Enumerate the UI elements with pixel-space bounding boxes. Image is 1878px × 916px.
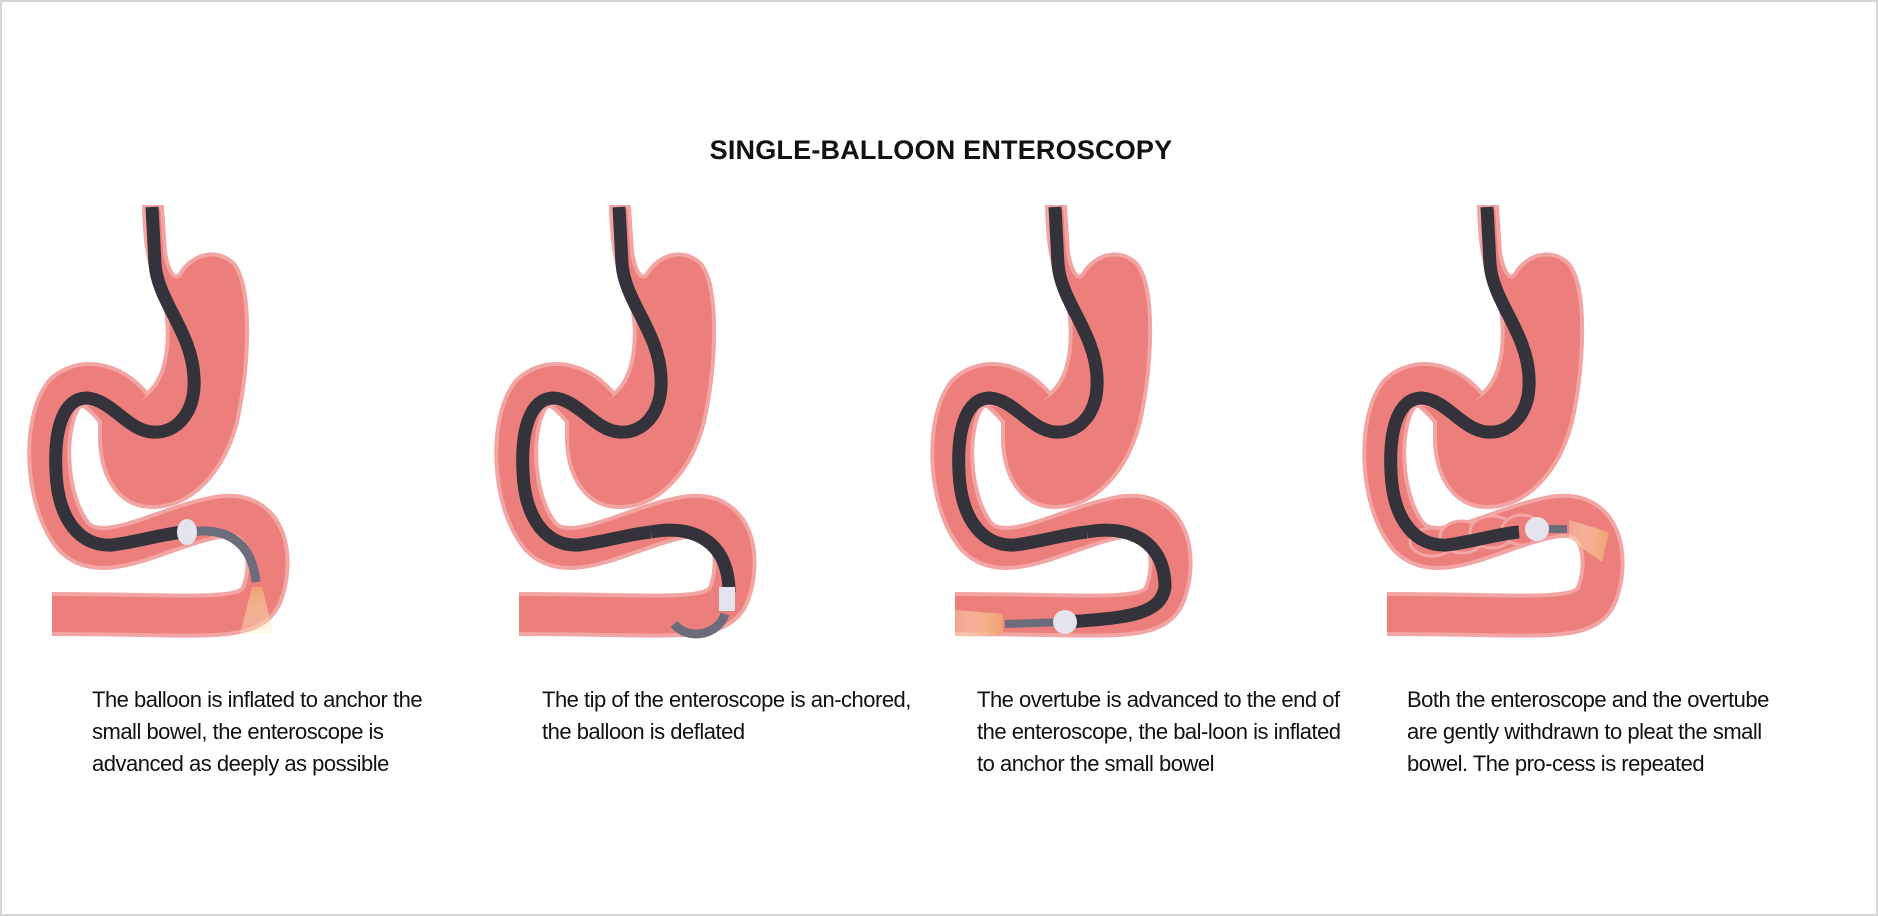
- overtube: [189, 526, 261, 583]
- step-3-caption: The overtube is advanced to the end of t…: [977, 687, 1341, 776]
- step-1-caption: The balloon is inflated to anchor the sm…: [92, 687, 423, 776]
- light-beam: [1569, 520, 1609, 562]
- balloon: [177, 519, 197, 545]
- step-1-illustration: [49, 207, 274, 634]
- light-beam: [240, 587, 274, 634]
- diagram-title: SINGLE-BALLOON ENTEROSCOPY: [709, 135, 1173, 165]
- light-beam: [955, 610, 1003, 638]
- step-2-caption: The tip of the enteroscope is an-chored,…: [542, 687, 911, 744]
- step-2-illustration: [516, 207, 735, 639]
- balloon: [1053, 610, 1077, 634]
- balloon: [1525, 517, 1549, 541]
- step-4-illustration: [1384, 207, 1609, 616]
- deflated-balloon: [719, 587, 735, 611]
- enteroscope-tip: [670, 612, 730, 639]
- step-4-caption: Both the enteroscope and the overtube ar…: [1407, 687, 1769, 776]
- step-3-illustration: [952, 207, 1170, 638]
